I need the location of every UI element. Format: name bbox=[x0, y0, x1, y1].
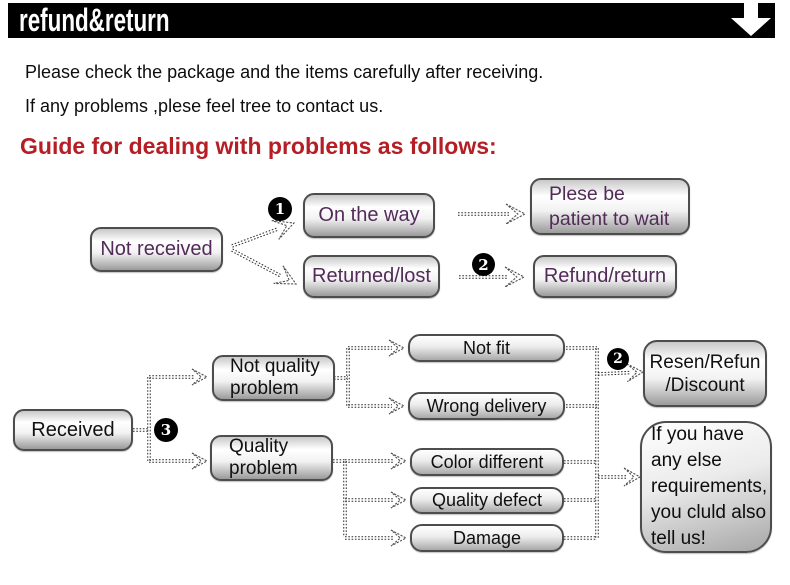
page-title: refund&return bbox=[19, 2, 170, 38]
node-damage: Damage bbox=[410, 524, 564, 552]
node-on-the-way: On the way bbox=[303, 193, 435, 238]
node-refund-return: Refund/return bbox=[533, 255, 677, 298]
badge-step-3: 3 bbox=[154, 418, 178, 442]
node-resend-refund-discount: Resen/Refun /Discount bbox=[643, 340, 767, 407]
intro-line-2: If any problems ,plese feel tree to cont… bbox=[25, 96, 384, 116]
node-quality-problem: Quality problem bbox=[210, 435, 333, 481]
node-returned-lost: Returned/lost bbox=[303, 255, 440, 298]
intro-line-1: Please check the package and the items c… bbox=[25, 62, 544, 82]
node-quality-defect: Quality defect bbox=[410, 487, 564, 514]
guide-heading: Guide for dealing with problems as follo… bbox=[20, 133, 497, 159]
node-received: Received bbox=[13, 409, 133, 451]
node-color-different: Color different bbox=[410, 448, 564, 476]
node-not-fit: Not fit bbox=[408, 334, 565, 362]
node-anything-else: If you have any else requirements, you c… bbox=[640, 421, 772, 553]
node-please-wait: Plese be patient to wait bbox=[530, 178, 690, 235]
down-arrow-icon bbox=[731, 2, 771, 36]
badge-step-1: 1 bbox=[268, 197, 292, 221]
badge-step-2-right: 2 bbox=[607, 348, 629, 370]
node-not-received: Not received bbox=[90, 227, 223, 272]
node-wrong-delivery: Wrong delivery bbox=[408, 392, 565, 420]
node-not-quality-problem: Not quality problem bbox=[212, 355, 335, 401]
badge-step-2-top: 2 bbox=[472, 253, 495, 276]
header-bar: refund&return bbox=[8, 3, 775, 38]
